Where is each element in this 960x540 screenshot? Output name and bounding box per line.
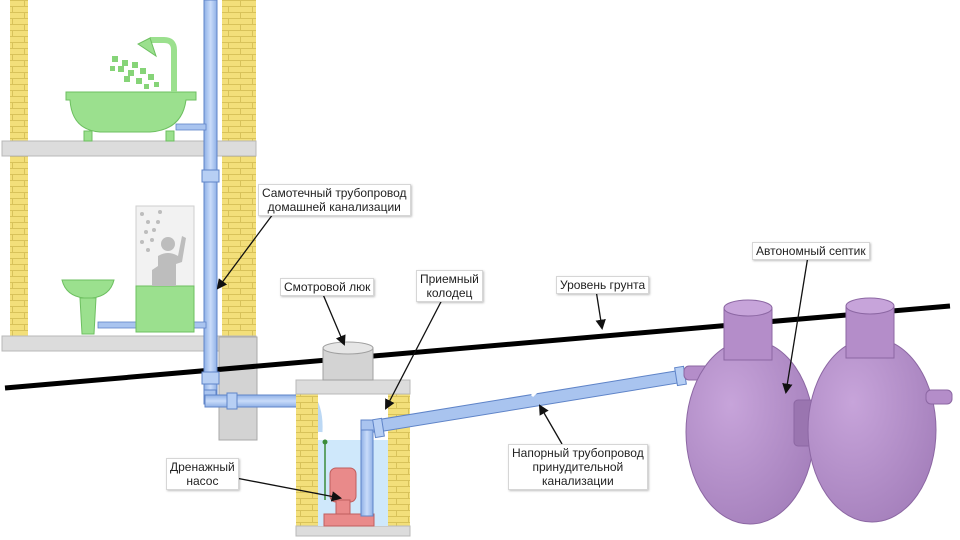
- septic-tank-icon: [683, 299, 815, 525]
- label-line: принудительной: [532, 460, 624, 474]
- person-icon: [152, 236, 186, 286]
- label-line: колодец: [426, 286, 473, 300]
- label-line: Автономный септик: [756, 244, 866, 258]
- sewer-riser-pipe: [203, 0, 218, 397]
- label-drain-pump: Дренажный насос: [166, 458, 239, 490]
- riser-coupling-2: [201, 371, 220, 385]
- septic-tank-2-icon: [807, 297, 953, 523]
- arrow-inspection-hatch: [321, 291, 346, 346]
- label-receiving-well: Приемный колодец: [416, 270, 483, 302]
- arrow-gravity-pipe: [216, 209, 277, 290]
- ground-level-line: [4, 303, 951, 391]
- receiving-well: [295, 379, 411, 537]
- label-septic-tank: Автономный септик: [752, 242, 870, 260]
- label-line: Напорный трубопровод: [512, 446, 644, 460]
- arrow-pressure-pipe: [538, 404, 563, 445]
- label-gravity-pipe: Самотечный трубопровод домашней канализа…: [258, 184, 411, 216]
- arrow-septic-tank: [782, 255, 809, 395]
- label-line: Уровень грунта: [560, 278, 646, 292]
- house-wall-left: [10, 0, 28, 340]
- label-line: Дренажный: [170, 460, 235, 474]
- pressure-pipe: [372, 365, 687, 439]
- label-inspection-hatch: Смотровой люк: [280, 278, 375, 296]
- label-line: Приемный: [420, 272, 479, 286]
- upper-floor-slab: [1, 140, 257, 157]
- bath-drain-pipe: [175, 123, 207, 131]
- arrow-drain-pump: [235, 477, 343, 502]
- label-line: Смотровой люк: [284, 280, 371, 294]
- riser-coupling-1: [201, 169, 220, 183]
- house-wall-right: [222, 0, 256, 338]
- sink-icon: [61, 279, 115, 335]
- label-line: Самотечный трубопровод: [262, 186, 407, 200]
- gravity-pipe-coupling: [226, 392, 238, 410]
- label-line: насос: [186, 474, 219, 488]
- label-line: канализации: [542, 474, 614, 488]
- pressure-riser: [360, 429, 374, 517]
- bathtub-icon: [65, 91, 197, 142]
- shower-head-icon: [110, 37, 177, 92]
- arrow-ground-level: [595, 289, 606, 331]
- label-ground-level: Уровень грунта: [556, 276, 650, 294]
- foundation-block: [218, 336, 258, 441]
- lower-floor-slab: [1, 335, 257, 352]
- label-line: домашней канализации: [267, 200, 401, 214]
- arrow-receiving-well: [385, 295, 445, 410]
- inspection-hatch-icon: [322, 341, 374, 381]
- label-pressure-pipe: Напорный трубопровод принудительной кана…: [508, 444, 648, 490]
